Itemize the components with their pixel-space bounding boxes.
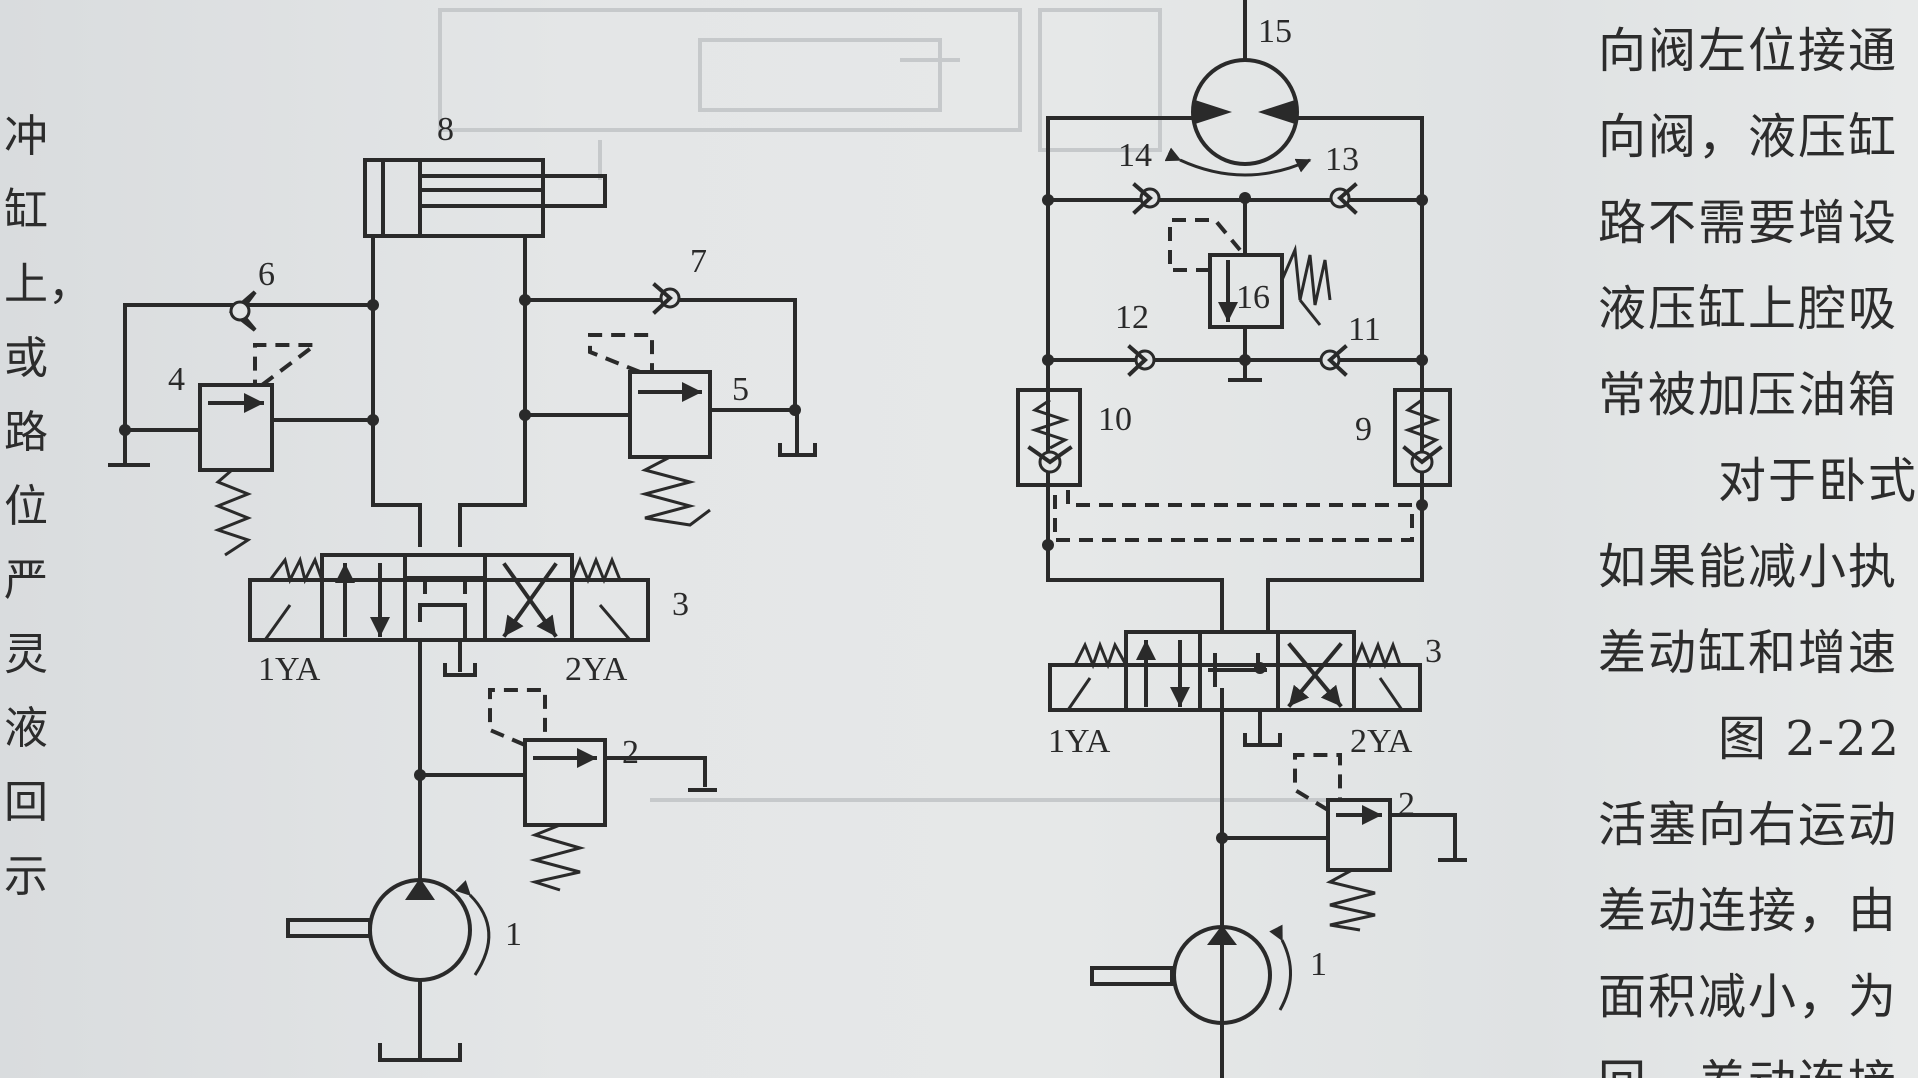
- left-margin-char: 示: [4, 851, 48, 902]
- label-relief-2-left: 2: [622, 734, 639, 771]
- label-dir-valve-3: 3: [672, 586, 689, 623]
- right-margin-line: 图 2-22 所: [1718, 711, 1918, 767]
- left-margin-char: 冲: [4, 111, 48, 162]
- left-margin-char: 路: [4, 407, 48, 458]
- label-valve-4: 4: [168, 361, 185, 398]
- relief-valve-2-left: [414, 688, 717, 892]
- right-margin-line: 如果能减小执: [1598, 539, 1899, 595]
- valve-4: [123, 343, 375, 557]
- label-check-7: 7: [690, 243, 707, 280]
- label-cylinder-8: 8: [437, 111, 454, 148]
- pump-1-left: [286, 773, 491, 1062]
- right-margin-line: 差动连接，由: [1598, 883, 1899, 939]
- relief-valve-2-right: [1216, 753, 1467, 932]
- right-margin-line: 差动缸和增速: [1598, 625, 1899, 681]
- directional-valve-3-right: [1048, 630, 1422, 1078]
- label-valve-9: 9: [1355, 411, 1372, 448]
- check-row-top: [1042, 182, 1428, 215]
- right-margin-text: 向阀左位接通 向阀，液压缸 路不需要增设 液压缸上腔吸 常被加压油箱 对于卧式 …: [1598, 8, 1918, 1078]
- left-margin-char: 严: [4, 555, 48, 606]
- label-valve-16: 16: [1236, 279, 1270, 316]
- left-margin-char: 位: [4, 481, 48, 532]
- label-pump-1-left: 1: [505, 916, 522, 953]
- check-row-bottom: [1042, 344, 1428, 377]
- left-margin-char: 液: [4, 703, 48, 754]
- left-margin-char: 回: [4, 777, 48, 828]
- right-margin-line: 面积减小，为: [1598, 969, 1899, 1025]
- label-motor-15: 15: [1258, 13, 1292, 50]
- right-margin-line: 向阀，液压缸: [1598, 109, 1899, 165]
- left-margin-char: 灵: [4, 629, 48, 680]
- check-valve-6: [108, 290, 375, 467]
- valve-5: [523, 333, 797, 527]
- label-valve-5: 5: [732, 371, 749, 408]
- label-2ya-left: 2YA: [565, 651, 628, 688]
- right-margin-line: 液压缸上腔吸: [1598, 281, 1899, 337]
- right-margin-line: 回。差动连接: [1598, 1040, 1918, 1078]
- right-margin-line: 对于卧式: [1718, 453, 1918, 509]
- left-circuit: 8 6 7 4 5 3 1YA 2YA 2 1: [108, 111, 817, 1062]
- right-margin-line: 常被加压油箱: [1598, 367, 1899, 423]
- label-check-13: 13: [1325, 141, 1359, 178]
- left-margin-char: 缸: [4, 185, 48, 236]
- label-check-14: 14: [1118, 137, 1152, 174]
- label-1ya-right: 1YA: [1048, 723, 1111, 760]
- label-pump-1-right: 1: [1310, 946, 1327, 983]
- left-margin-char: 或: [4, 333, 48, 384]
- cylinder-8: [363, 158, 607, 238]
- valve-9: [1393, 388, 1452, 487]
- label-check-6: 6: [258, 256, 275, 293]
- pump-1-right: [1090, 924, 1292, 1025]
- label-relief-2-right: 2: [1398, 786, 1415, 823]
- label-2ya-right: 2YA: [1350, 723, 1413, 760]
- label-valve-10: 10: [1098, 401, 1132, 438]
- label-dir-valve-3-right: 3: [1425, 633, 1442, 670]
- show-through-ghost: [438, 8, 1350, 802]
- right-margin-line: 路不需要增设: [1598, 195, 1899, 251]
- valve-10: [1016, 388, 1082, 487]
- label-check-12: 12: [1115, 299, 1149, 336]
- motor-15: [1046, 0, 1424, 547]
- label-1ya-left: 1YA: [258, 651, 321, 688]
- right-circuit: 15 14 13 16 12 11 10 9 3 1YA 2YA 2 1: [1016, 0, 1467, 1078]
- right-margin-line: 活塞向右运动: [1598, 797, 1899, 853]
- left-margin-text: 冲 缸 上， 或 路 位 严 灵 液 回 示: [0, 100, 92, 914]
- right-margin-line: 向阀左位接通: [1598, 23, 1899, 79]
- label-check-11: 11: [1348, 311, 1381, 348]
- directional-valve-3: [248, 553, 650, 777]
- check-valve-7: [523, 282, 817, 457]
